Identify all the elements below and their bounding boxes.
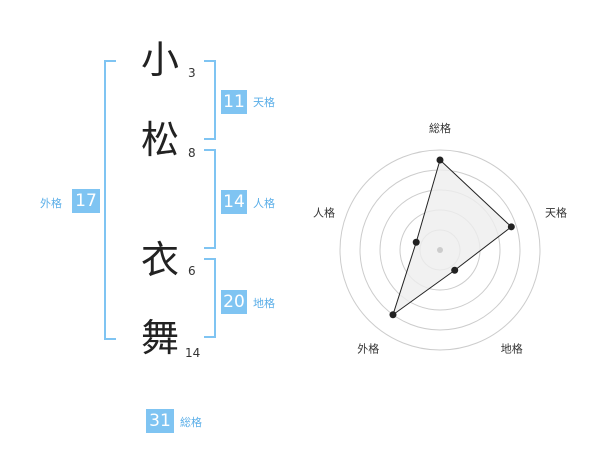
soukaku-value: 31 bbox=[146, 409, 174, 433]
chikaku-value: 20 bbox=[221, 290, 247, 314]
name-char-3: 衣 bbox=[140, 238, 179, 282]
name-char-4: 舞 bbox=[140, 316, 179, 360]
name-char-2: 松 bbox=[140, 118, 179, 162]
radar-axis-label: 天格 bbox=[545, 205, 567, 219]
tenkaku-bracket bbox=[204, 60, 216, 140]
gaikaku-value: 17 bbox=[72, 189, 100, 213]
jinkaku-label: 人格 bbox=[253, 197, 275, 210]
radar-point bbox=[436, 156, 444, 164]
radar-ring bbox=[339, 149, 541, 351]
radar-point bbox=[389, 311, 397, 319]
tenkaku-label: 天格 bbox=[253, 96, 275, 109]
radar-center bbox=[437, 247, 443, 253]
radar-axis-label: 総格 bbox=[429, 121, 451, 135]
stroke-count-2: 8 bbox=[188, 146, 196, 160]
stroke-count-4: 14 bbox=[185, 346, 201, 360]
gaikaku-bracket bbox=[104, 60, 116, 340]
jinkaku-value: 14 bbox=[221, 190, 247, 214]
radar-axis-label: 外格 bbox=[357, 342, 379, 356]
radar-point bbox=[451, 266, 459, 274]
radar-points bbox=[389, 156, 515, 319]
radar-point bbox=[412, 238, 420, 246]
radar-shape bbox=[392, 159, 513, 317]
name-char-1: 小 bbox=[140, 38, 179, 82]
gaikaku-label: 外格 bbox=[40, 197, 62, 210]
tenkaku-value: 11 bbox=[221, 90, 247, 114]
soukaku-label: 総格 bbox=[180, 416, 202, 429]
chikaku-bracket bbox=[204, 258, 216, 338]
radar-point bbox=[507, 223, 515, 231]
chikaku-label: 地格 bbox=[253, 297, 275, 310]
stroke-count-3: 6 bbox=[188, 264, 196, 278]
radar-axis-label: 地格 bbox=[501, 342, 523, 356]
radar-axis-label: 人格 bbox=[313, 205, 335, 219]
jinkaku-bracket bbox=[204, 149, 216, 249]
stroke-count-1: 3 bbox=[188, 66, 196, 80]
